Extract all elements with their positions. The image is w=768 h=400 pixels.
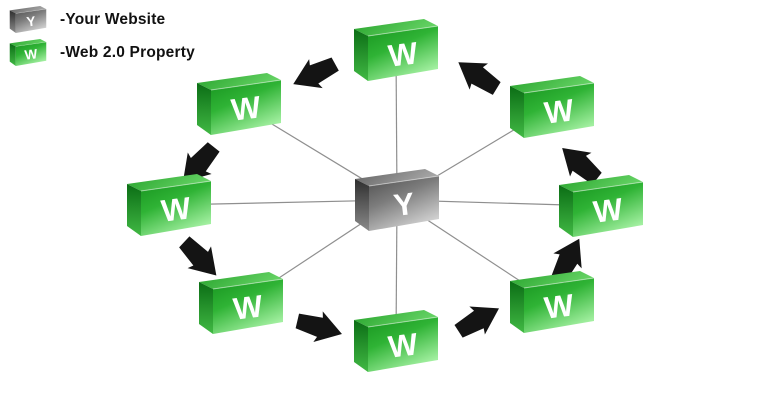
svg-text:W: W (386, 35, 420, 73)
legend-label-your-website: -Your Website (60, 10, 166, 28)
legend-label-web20-property: -Web 2.0 Property (60, 43, 195, 61)
svg-text:W: W (542, 287, 576, 325)
svg-text:Y: Y (26, 14, 37, 30)
legend-item-your-website: Y -Your Website (8, 5, 195, 34)
web20-cube-top-right: W (510, 76, 595, 138)
flow-arrow-3 (182, 142, 220, 182)
your-website-cube-icon: Y (9, 6, 47, 33)
flow-arrow-5 (295, 311, 342, 343)
flow-arrow-7 (551, 238, 582, 284)
svg-text:W: W (591, 191, 625, 229)
svg-text:W: W (386, 326, 420, 364)
svg-text:W: W (229, 89, 263, 127)
web20-cube-bottom: W (354, 310, 439, 372)
svg-text:W: W (231, 288, 265, 326)
your-website-cube-center: Y (355, 169, 440, 231)
flow-arrow-8 (562, 147, 602, 185)
web20-cube-left: W (127, 174, 212, 236)
web20-cube-right: W (559, 175, 644, 237)
web20-property-cube-icon: W (9, 39, 47, 66)
flow-arrow-4 (179, 236, 217, 276)
svg-text:Y: Y (392, 186, 417, 223)
svg-text:W: W (542, 92, 576, 130)
svg-text:W: W (24, 46, 39, 62)
legend-item-web20-property: W -Web 2.0 Property (8, 38, 195, 67)
flow-arrow-2 (293, 57, 339, 89)
web20-cube-bottom-left: W (199, 272, 284, 334)
web20-cube-top-left: W (197, 73, 282, 135)
flow-arrow-6 (454, 306, 499, 338)
web20-cube-top: W (354, 19, 439, 81)
svg-text:W: W (159, 190, 193, 228)
legend: Y -Your Website W -Web 2.0 Property (8, 5, 195, 67)
web20-cube-bottom-right: W (510, 271, 595, 333)
flow-arrow-1 (458, 62, 501, 95)
